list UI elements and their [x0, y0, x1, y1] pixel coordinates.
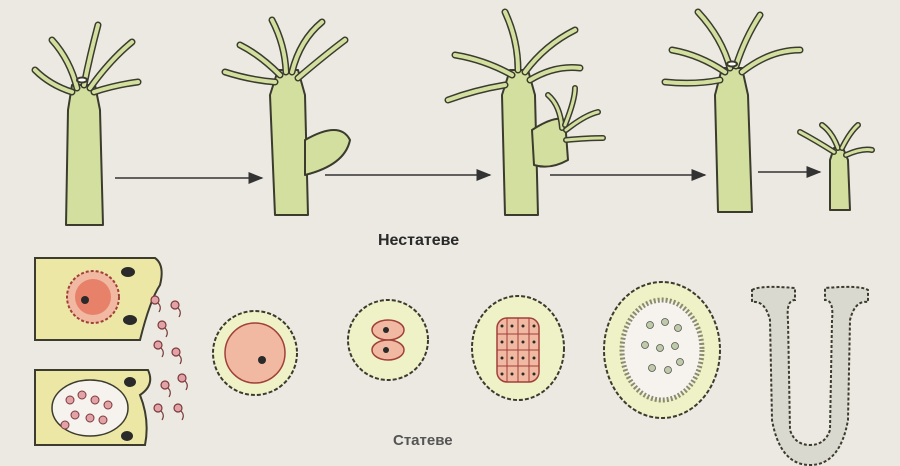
testis-cell: [35, 370, 150, 445]
asexual-reproduction-label: Нестатеве: [378, 232, 459, 250]
ovary-cell: [35, 258, 162, 340]
sexual-reproduction-label: Статеве: [393, 432, 453, 449]
zygote: [213, 311, 297, 395]
two-cell-embryo: [348, 300, 428, 380]
blastula: [604, 282, 720, 418]
multicell-embryo: [472, 296, 564, 400]
